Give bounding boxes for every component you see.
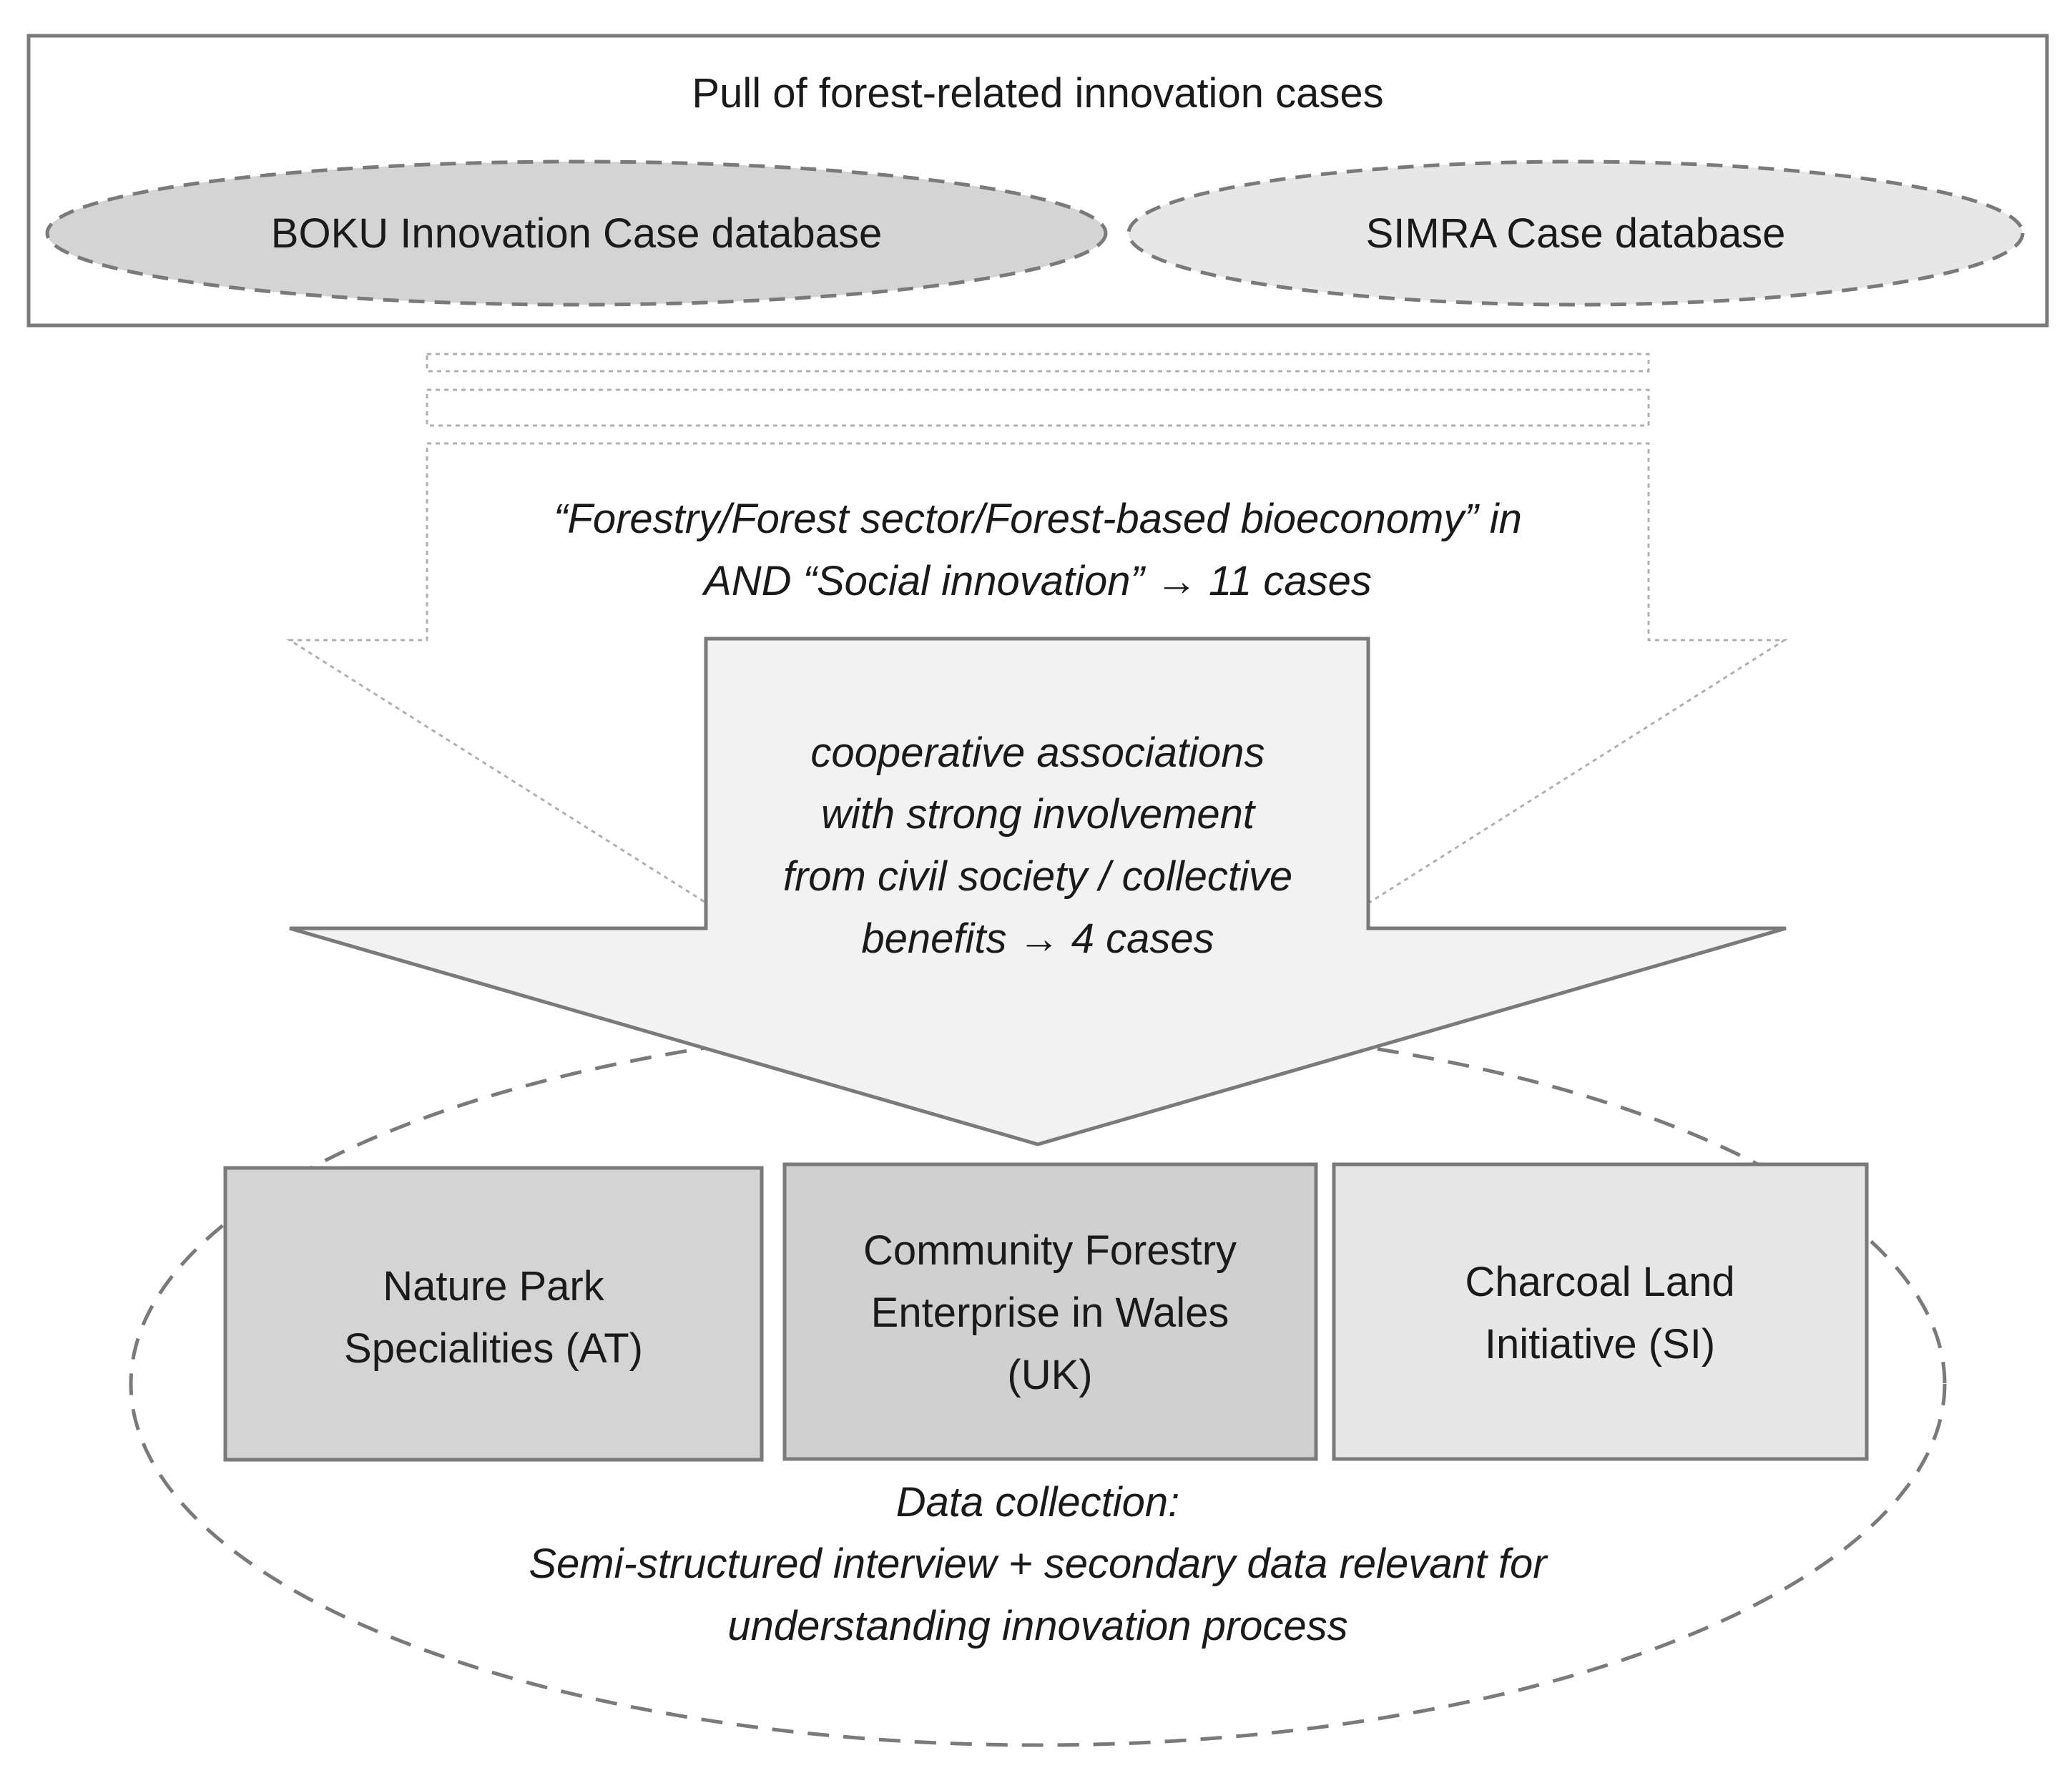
- case-community-forestry-line-1: Community Forestry: [863, 1227, 1237, 1274]
- data-collection-line-3: understanding innovation process: [727, 1603, 1347, 1649]
- funnel-strip-2: [426, 388, 1650, 427]
- second-filter-text-line-2: with strong involvement: [821, 791, 1257, 838]
- first-filter-text-line-1: “Forestry/Forest sector/Forest-based bio…: [554, 496, 1522, 542]
- top-box-title: Pull of forest-related innovation cases: [692, 70, 1383, 117]
- case-nature-park-line-2: Specialities (AT): [344, 1325, 643, 1372]
- data-collection-line-2: Semi-structured interview + secondary da…: [529, 1541, 1548, 1587]
- boku-database-label: BOKU Innovation Case database: [271, 210, 882, 257]
- case-community-forestry-line-2: Enterprise in Wales: [871, 1290, 1229, 1336]
- boku-database-ellipse: [45, 159, 1108, 307]
- funnel-strip-1: [426, 353, 1650, 373]
- simra-database-label: SIMRA Case database: [1366, 210, 1786, 257]
- case-charcoal-land-line-1: Charcoal Land: [1465, 1259, 1734, 1305]
- case-community-forestry-line-3: (UK): [1007, 1352, 1092, 1398]
- case-nature-park-line-1: Nature Park: [383, 1263, 604, 1310]
- case-box-nature-park: [223, 1166, 764, 1462]
- second-filter-text-line-3: from civil society / collective: [783, 853, 1292, 900]
- second-filter-text-line-4: benefits → 4 cases: [861, 915, 1214, 962]
- simra-database-ellipse: [1126, 159, 2025, 307]
- case-charcoal-land-line-2: Initiative (SI): [1485, 1321, 1715, 1367]
- second-filter-arrow: [289, 637, 1787, 1146]
- first-filter-text-line-2: AND “Social innovation” → 11 cases: [702, 558, 1372, 604]
- data-collection-line-1: Data collection:: [896, 1479, 1180, 1526]
- case-box-community-forestry: [782, 1162, 1318, 1461]
- case-box-charcoal-land: [1332, 1162, 1869, 1461]
- second-filter-text-line-1: cooperative associations: [810, 730, 1265, 776]
